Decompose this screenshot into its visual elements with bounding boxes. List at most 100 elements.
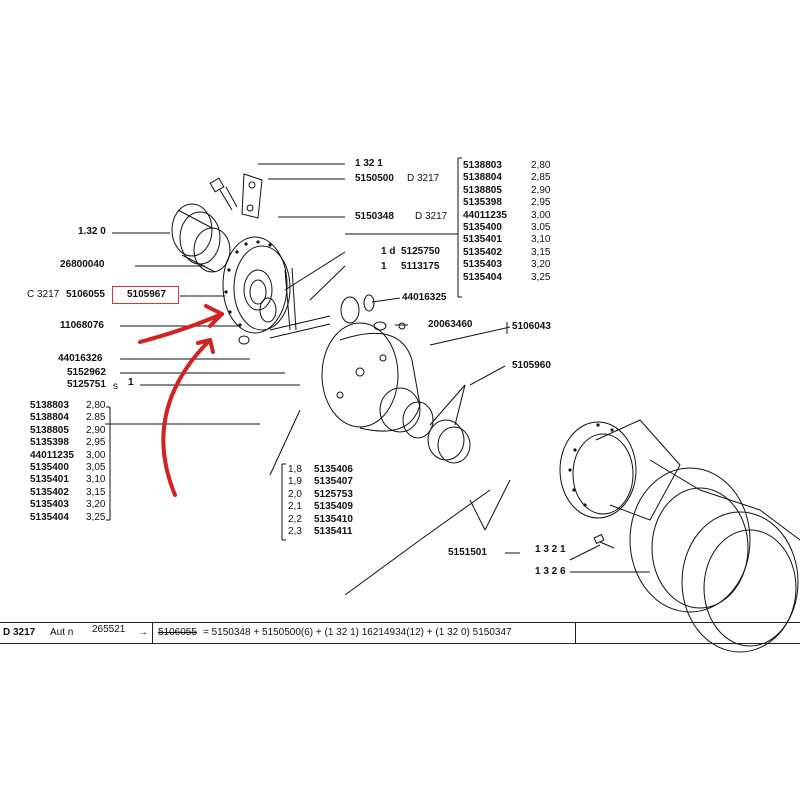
shim-value: 2,1 <box>288 501 302 513</box>
shim-value: 1,8 <box>288 464 302 475</box>
label-5105960: 5105960 <box>512 360 551 371</box>
shim-row: 5135404 3,25 <box>30 512 140 524</box>
label-1: 1 <box>381 261 387 272</box>
shim-row: 2,1 5135409 <box>288 501 378 513</box>
shim-value: 2,95 <box>531 197 551 209</box>
shim-row: 2,2 5135410 <box>288 514 378 526</box>
shim-row: 5138804 2,85 <box>463 172 573 184</box>
shim-code: 5135411 <box>314 525 353 537</box>
shim-row: 5135402 3,15 <box>463 247 573 259</box>
shim-code: 5135398 <box>463 197 502 209</box>
label-5151501: 5151501 <box>448 547 487 558</box>
shim-list-mid: 1,8 5135406 1,9 5135407 2,0 5125753 2,1 … <box>288 464 378 538</box>
shim-row: 5135401 3,10 <box>30 474 140 486</box>
ref-divider <box>152 622 153 644</box>
shim-code: 5135402 <box>463 246 502 258</box>
shim-code: 5135410 <box>314 513 353 525</box>
shim-row: 5138805 2,90 <box>30 425 140 437</box>
shim-value: 3,25 <box>531 271 551 283</box>
shim-code: 5125753 <box>314 488 353 500</box>
ref-formula: = 5150348 + 5150500(6) + (1 32 1) 162149… <box>203 627 512 638</box>
shim-row: 5135403 3,20 <box>30 499 140 511</box>
ref-code: D 3217 <box>3 627 36 638</box>
shim-list-left: 5138803 2,80 5138804 2.85 5138805 2,90 5… <box>30 400 140 524</box>
label-5125751: 5125751 <box>67 379 106 390</box>
ref-aut-number: 265521 <box>92 624 126 635</box>
shim-row: 5135402 3,15 <box>30 487 140 499</box>
shim-row: 44011235 3,00 <box>30 450 140 462</box>
shim-row: 1,8 5135406 <box>288 464 378 476</box>
shim-code: 5135404 <box>30 511 69 523</box>
shim-row: 2,0 5125753 <box>288 489 378 501</box>
shim-value: 3,00 <box>531 209 551 221</box>
shim-value: 3,20 <box>86 499 106 511</box>
shim-value: 2.85 <box>86 412 106 424</box>
shim-code: 44011235 <box>463 209 507 221</box>
shim-value: 3,10 <box>86 474 106 486</box>
shim-row: 5135401 3,10 <box>463 234 573 246</box>
shim-code: 5138804 <box>30 412 69 424</box>
shim-value: 3,15 <box>86 486 106 498</box>
shim-code: 5135400 <box>463 221 502 233</box>
shim-code: 5135407 <box>314 476 353 488</box>
label-5106055: 5106055 <box>66 289 105 300</box>
shim-row: 5138805 2,90 <box>463 185 573 197</box>
label-26800040: 26800040 <box>60 259 105 270</box>
shim-value: 2,2 <box>288 513 302 525</box>
shim-code: 44011235 <box>30 449 74 461</box>
shim-row: 5138803 2,80 <box>463 160 573 172</box>
shim-code: 5135400 <box>30 461 69 473</box>
ref-aut-label: Aut n <box>50 627 74 638</box>
label-c3217: C 3217 <box>27 289 60 300</box>
label-1321-top: 1 32 1 <box>355 158 383 169</box>
shim-value: 2,0 <box>288 488 302 500</box>
label-5152962: 5152962 <box>67 367 106 378</box>
shim-row: 5138804 2.85 <box>30 412 140 424</box>
label-11068076: 11068076 <box>60 320 104 331</box>
shim-value: 3,20 <box>531 259 551 271</box>
shim-code: 5135402 <box>30 486 69 498</box>
shim-value: 3,00 <box>86 449 106 461</box>
shim-value: 3,05 <box>531 221 551 233</box>
shim-value: 3,05 <box>86 461 106 473</box>
shim-code: 5138805 <box>30 424 69 436</box>
shim-list-right: 5138803 2,80 5138804 2,85 5138805 2,90 5… <box>463 160 573 284</box>
shim-row: 5135400 3,05 <box>30 462 140 474</box>
shim-row: 5135400 3,05 <box>463 222 573 234</box>
shim-code: 5135401 <box>463 234 502 246</box>
shim-code: 5135409 <box>314 501 353 513</box>
shim-code: 5138803 <box>30 400 69 411</box>
label-44016325: 44016325 <box>402 292 447 303</box>
label-5106043: 5106043 <box>512 321 551 332</box>
label-5150500: 5150500 <box>355 173 394 184</box>
shim-code: 5135406 <box>314 464 353 475</box>
shim-row: 5135403 3,20 <box>463 259 573 271</box>
shim-code: 5135401 <box>30 474 69 486</box>
shim-value: 2,90 <box>86 424 106 436</box>
shim-value: 3,15 <box>531 246 551 258</box>
shim-row: 1,9 5135407 <box>288 476 378 488</box>
label-5150348: 5150348 <box>355 211 394 222</box>
shim-row: 5135398 2,95 <box>463 197 573 209</box>
annotation-arrows <box>138 304 224 497</box>
shim-code: 5135404 <box>463 271 502 283</box>
label-1d: 1 d <box>381 246 396 257</box>
shim-value: 2,95 <box>86 437 106 449</box>
label-5125750: 5125750 <box>401 246 440 257</box>
shim-row: 5135404 3,25 <box>463 272 573 284</box>
label-one: 1 <box>128 377 134 388</box>
shim-value: 3,25 <box>86 511 106 523</box>
highlight-box <box>112 286 179 304</box>
label-5113175: 5113175 <box>401 261 440 272</box>
shim-code: 5135398 <box>30 437 69 449</box>
label-s: s <box>113 381 118 392</box>
ref-old-part: 5106055 <box>158 627 197 638</box>
label-d3217-a: D 3217 <box>407 173 440 184</box>
shim-value: 2,80 <box>531 160 551 171</box>
shim-value: 2,80 <box>86 400 106 411</box>
shim-code: 5135403 <box>30 499 69 511</box>
label-1326: 1 3 2 6 <box>535 566 566 577</box>
shim-code: 5138805 <box>463 184 502 196</box>
label-1321-b: 1 3 2 1 <box>535 544 566 555</box>
